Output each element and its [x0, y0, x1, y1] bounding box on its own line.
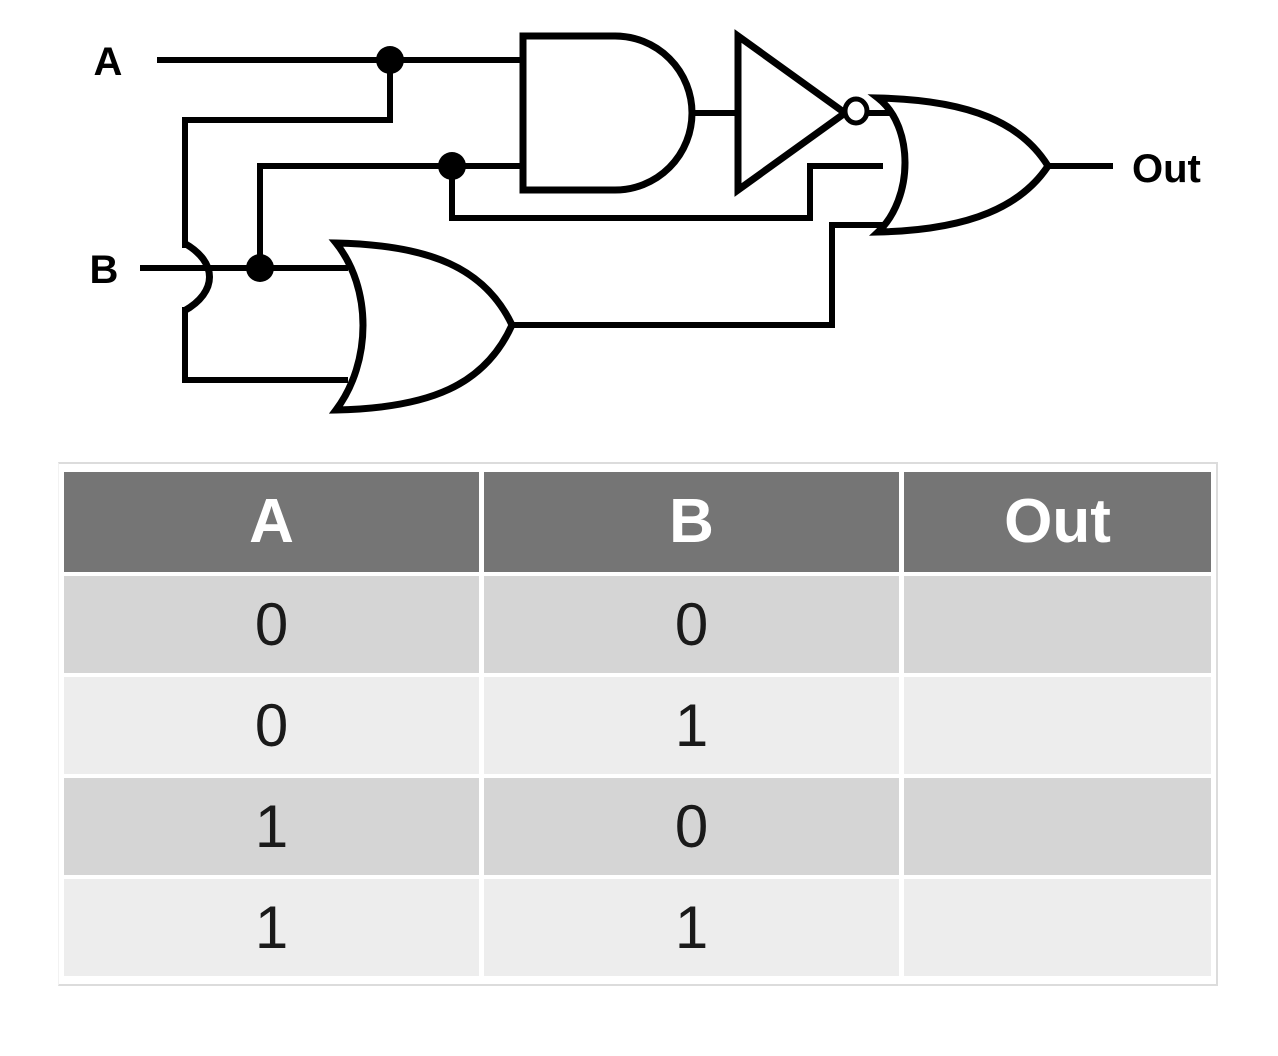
truth-table: A B Out 0 0 0 1 1 0 1 1 [59, 468, 1216, 980]
junction-dot-a [376, 46, 404, 74]
or-gate-2 [867, 94, 1053, 236]
output-label-out: Out [1132, 147, 1201, 191]
wire-or1-to-or2 [509, 222, 893, 328]
truth-table-head: A B Out [64, 472, 1211, 572]
junction-dot-b-upper [438, 152, 466, 180]
cell-out[interactable] [904, 778, 1211, 875]
circuit-diagram: A B Out [0, 0, 1278, 450]
table-row[interactable]: 0 1 [64, 677, 1211, 774]
input-label-a: A [94, 40, 123, 84]
wire-b-branch-to-or2 [449, 163, 883, 221]
table-row[interactable]: 0 0 [64, 576, 1211, 673]
cell-b: 1 [484, 677, 899, 774]
cell-b: 0 [484, 576, 899, 673]
truth-table-container: A B Out 0 0 0 1 1 0 1 1 [58, 462, 1218, 986]
cell-out[interactable] [904, 576, 1211, 673]
or-gate-1 [182, 239, 516, 414]
table-row[interactable]: 1 0 [64, 778, 1211, 875]
and-gate [519, 32, 696, 194]
cell-a: 0 [64, 677, 479, 774]
column-header-out: Out [904, 472, 1211, 572]
truth-table-body: 0 0 0 1 1 0 1 1 [64, 576, 1211, 976]
table-row[interactable]: 1 1 [64, 879, 1211, 976]
wire-or1-lower-input [182, 307, 348, 383]
cell-out[interactable] [904, 879, 1211, 976]
cell-b: 1 [484, 879, 899, 976]
column-header-a: A [64, 472, 479, 572]
not-gate [734, 29, 870, 197]
wire-a-branch-to-or [182, 57, 393, 248]
truth-table-header-row: A B Out [64, 472, 1211, 572]
column-header-b: B [484, 472, 899, 572]
cell-a: 1 [64, 879, 479, 976]
wire-b-branch-to-and [257, 163, 526, 271]
junction-dot-b [246, 254, 274, 282]
cell-a: 1 [64, 778, 479, 875]
not-gate-bubble [842, 96, 870, 126]
cell-b: 0 [484, 778, 899, 875]
cell-out[interactable] [904, 677, 1211, 774]
input-label-b: B [90, 248, 119, 292]
cell-a: 0 [64, 576, 479, 673]
circuit-svg: A B Out [90, 29, 1201, 414]
